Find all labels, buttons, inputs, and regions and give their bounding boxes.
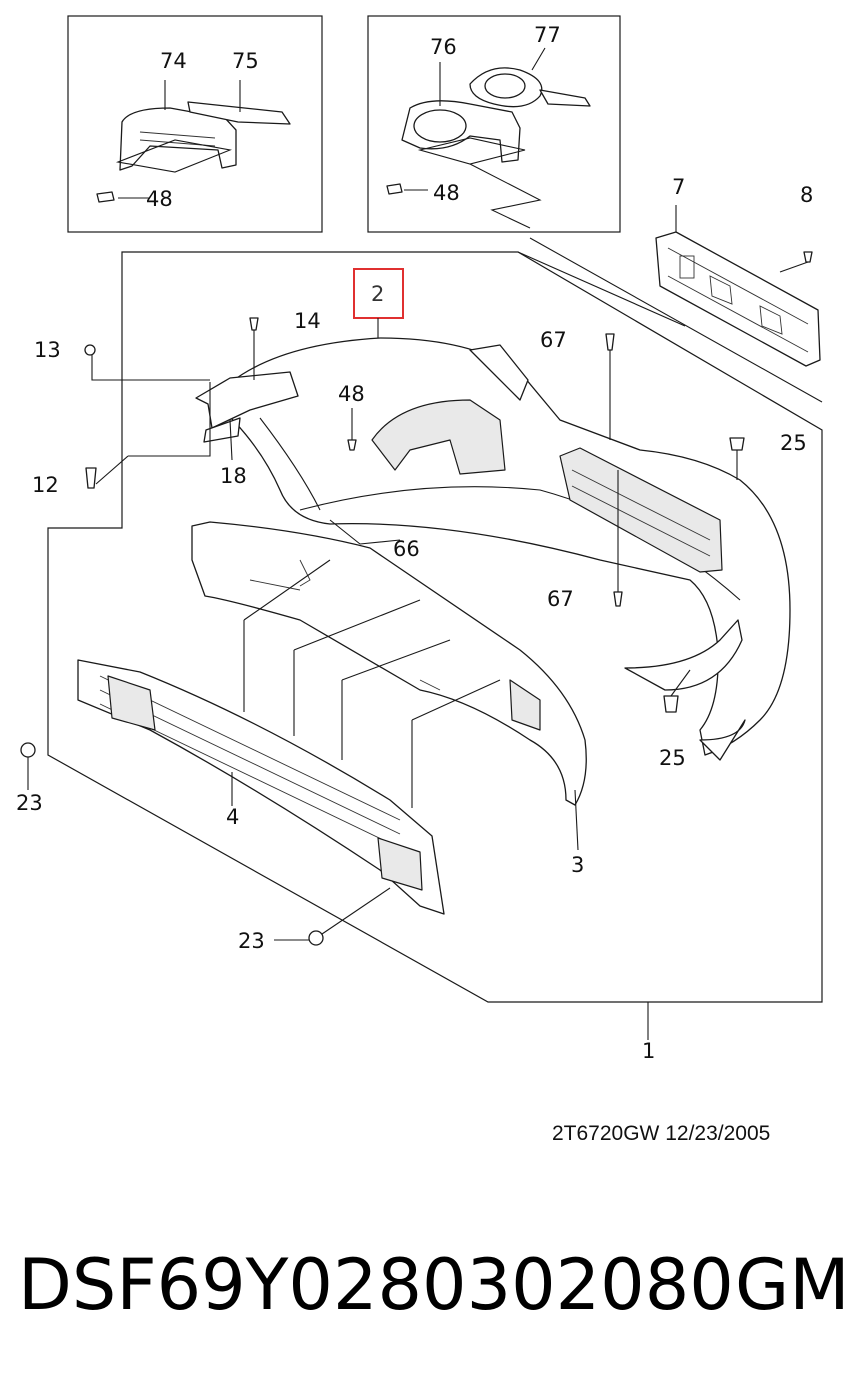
part-number: DSF69Y0280302080	[18, 1244, 734, 1326]
callout-1: 1	[642, 1039, 655, 1063]
callout-67-top: 67	[540, 328, 567, 352]
callout-48-inset-b: 48	[433, 181, 460, 205]
callout-13: 13	[34, 338, 61, 362]
callout-8: 8	[800, 183, 813, 207]
callout-12: 12	[32, 473, 59, 497]
assembly-outline	[47, 237, 823, 1040]
callout-76: 76	[430, 35, 457, 59]
callout-74: 74	[160, 49, 187, 73]
callout-14: 14	[294, 309, 321, 333]
callout-7: 7	[672, 175, 685, 199]
callout-4: 4	[226, 805, 239, 829]
inset-box-74-75	[67, 15, 323, 233]
callout-67-bottom: 67	[547, 587, 574, 611]
callout-48-inset-a: 48	[146, 187, 173, 211]
callout-23-left: 23	[16, 791, 43, 815]
callout-77: 77	[534, 23, 561, 47]
callout-48-fascia: 48	[338, 382, 365, 406]
callout-66: 66	[393, 537, 420, 561]
side-bracket-18	[84, 317, 299, 489]
callout-23-bottom: 23	[238, 929, 265, 953]
callout-3: 3	[571, 853, 584, 877]
license-plate-bracket	[655, 205, 821, 367]
brand-name: GM	[735, 1244, 850, 1326]
callout-labels: 74 75 48 76 77 48 7 8 2 13 14 12 18 48 6…	[16, 23, 813, 1063]
callout-25-top: 25	[780, 431, 807, 455]
callout-25-bottom: 25	[659, 746, 686, 770]
reinforcement-beam	[77, 559, 501, 915]
callout-75: 75	[232, 49, 259, 73]
energy-absorber	[191, 521, 587, 851]
fasteners-fascia	[329, 333, 745, 713]
inset-box-76-77	[367, 15, 621, 233]
nuts-23	[20, 742, 391, 946]
drawing-reference-code: 2T6720GW 12/23/2005	[552, 1122, 771, 1145]
callout-18: 18	[220, 464, 247, 488]
bumper-fascia	[211, 337, 791, 761]
callout-2: 2	[371, 282, 384, 306]
